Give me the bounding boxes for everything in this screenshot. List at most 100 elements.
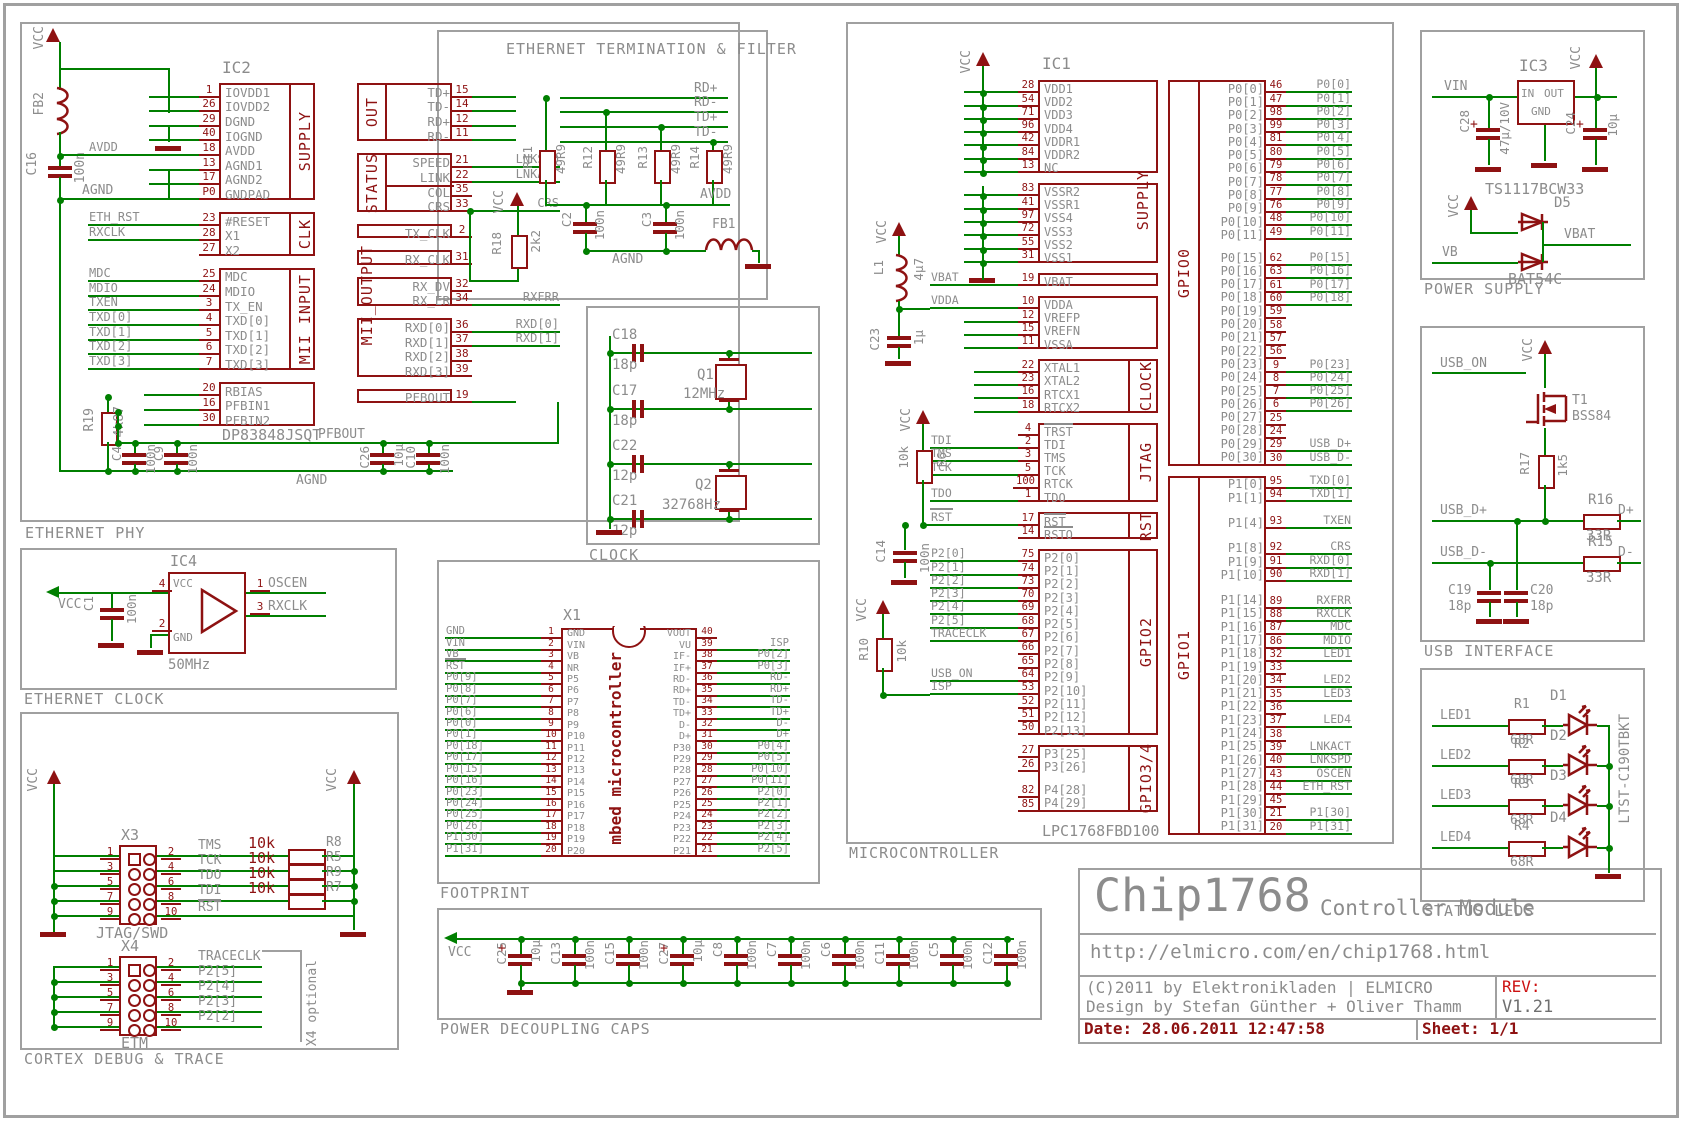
pin-number: 2 (161, 957, 181, 972)
ic-block: RXD[0]RXD[1]RXD[2]RXD[3] (357, 318, 454, 379)
date-value: 28.06.2011 12:47:58 (1141, 1019, 1325, 1038)
wire (752, 250, 760, 252)
capacitor (1476, 128, 1500, 140)
group-label-col: GPIO0 (1170, 82, 1200, 464)
net-label: PFBOUT (318, 427, 365, 442)
value-label: 68R (1510, 813, 1534, 828)
group-label: MII_INPUT (296, 273, 314, 364)
net-label: USB_D+ (1308, 436, 1352, 453)
resistor (288, 894, 326, 910)
pin-name-text: VSS1 (1044, 251, 1073, 266)
net-label: LED3 (1440, 788, 1472, 803)
pin-number: 18 (199, 141, 219, 156)
wire (168, 125, 170, 142)
pin-name-text: NC (1044, 161, 1059, 176)
cap-plate (1504, 591, 1528, 595)
pin-name-text: VDD3 (1044, 108, 1073, 123)
wire (952, 523, 1018, 526)
pin-number: 84 (1018, 146, 1038, 160)
rev-label: REV: (1502, 977, 1541, 996)
wire (1544, 485, 1546, 522)
pin-name-text: VREFN (1044, 324, 1081, 339)
wire (964, 220, 1018, 223)
pin-name: P1[28] (1198, 779, 1268, 793)
pin-name-text: P16 (567, 799, 586, 811)
pin-number: 28 (1018, 79, 1038, 94)
cap-plate (122, 453, 146, 457)
pin-row: 15 (930, 322, 1038, 337)
pin-name-text: VCC (173, 577, 193, 590)
pin-name: VDDR2 (1040, 148, 1128, 162)
net-label: ETH_RST (88, 210, 141, 227)
pin-name-text: P1[26] (1220, 752, 1264, 767)
pin-number: 47 (1266, 93, 1286, 107)
pin-contact (128, 994, 141, 1007)
wire (58, 592, 168, 594)
pin-name: VBAT (1040, 275, 1128, 289)
wire (1597, 805, 1609, 807)
junction-dot (57, 197, 64, 204)
pin-name: VDD3 (1040, 108, 1128, 123)
wire (1516, 602, 1518, 617)
net-label: LNKACT (1308, 738, 1352, 755)
wire (1286, 819, 1309, 822)
pin-name: P10 (563, 731, 603, 742)
pin-number: 1 (100, 957, 120, 972)
cap-plate (48, 174, 72, 178)
capacitor (893, 551, 917, 563)
wire (1544, 428, 1546, 455)
cap-plate (122, 461, 146, 465)
wire (660, 180, 662, 206)
wire (1542, 244, 1631, 246)
polarity-mark: + (498, 941, 506, 956)
wire (1286, 237, 1309, 240)
ic-part: DP83848JSQT (222, 426, 322, 444)
wire (964, 247, 1018, 250)
pin-number: 92 (1266, 541, 1286, 556)
wire (717, 706, 770, 709)
pin-number: 14 (452, 97, 472, 113)
pin-row: 29 (88, 112, 219, 127)
pin-name: P2[3] (1040, 591, 1128, 605)
pin-row: 72 (930, 222, 1038, 237)
wire (560, 140, 728, 143)
pin-name: P0[11] (1198, 228, 1268, 242)
pin-name-text: XTAL1 (1044, 361, 1081, 376)
vcc-arrow (1589, 54, 1603, 68)
cap-plate (886, 962, 910, 966)
net-label: P0[8] (1315, 183, 1352, 200)
pin-name: DGND (221, 114, 289, 129)
pin-name-text: P0[24] (1220, 370, 1264, 385)
cap-plate (893, 559, 917, 563)
pin-name: RXD[2] (385, 349, 454, 364)
pin-name: AVDD (221, 143, 289, 158)
wire (736, 965, 738, 982)
cap-plate (994, 962, 1018, 966)
cap-plate (640, 455, 644, 473)
pin-number: 81 (1266, 132, 1286, 147)
pin-name (1198, 581, 1268, 593)
wire (428, 442, 430, 453)
wire (952, 473, 1018, 476)
wire (1286, 184, 1316, 187)
pin-row: P0[24]16 (445, 797, 561, 811)
vcc-label: VCC (325, 768, 340, 792)
wire (922, 480, 924, 525)
junction-dot (132, 468, 139, 475)
wire (176, 442, 178, 453)
pin-name: X1 (221, 228, 289, 243)
pin-name-text: XTAL2 (1044, 374, 1081, 389)
net-label: P2[0] (756, 785, 790, 800)
wire (520, 965, 522, 982)
net-label: ISP (769, 636, 790, 651)
junction-dot (351, 898, 358, 905)
pin-name: PFBOUT (385, 390, 454, 405)
